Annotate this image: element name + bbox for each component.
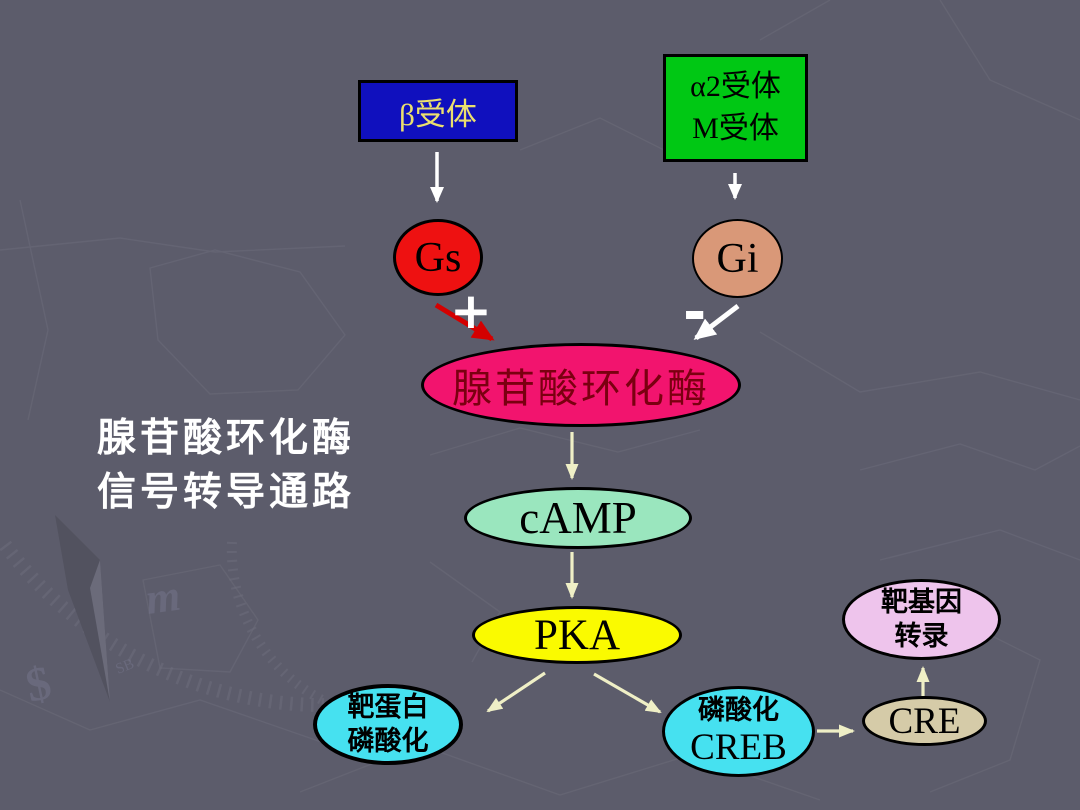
slide-title: 腺苷酸环化酶 信号转导通路 [97,412,355,520]
slide-title-line2: 信号转导通路 [97,470,356,515]
inhibition-minus-sign: - [683,280,707,345]
pka-label: PKA [533,611,621,659]
adenylate-cyclase-label: 腺苷酸环化酶 [452,366,710,411]
node-target-gene-transcription: 靶基因 转录 [842,579,1001,660]
node-phosphorylated-creb: 磷酸化 CREB [662,686,815,777]
phospho-creb-line1: 磷酸化 [698,694,779,726]
node-alpha2-m-receptor: α2受体 M受体 [663,54,808,162]
target-protein-line2: 磷酸化 [347,725,429,757]
target-protein-line1: 靶蛋白 [347,691,429,723]
m-receptor-label: M受体 [692,112,779,145]
beta-receptor-label: β受体 [399,96,477,132]
node-camp: cAMP [464,487,692,549]
alpha2-receptor-label: α2受体 [690,70,781,103]
arrow-pka-to-creb [593,672,662,714]
target-gene-line1: 靶基因 [881,586,962,618]
sb-watermark-glyph: SB [114,656,137,678]
gs-label: Gs [414,234,462,281]
camp-label: cAMP [519,493,637,543]
stimulation-plus-sign: + [450,282,492,340]
creb-label: CREB [690,726,787,768]
slide-title-line1: 腺苷酸环化酶 [97,416,356,461]
node-beta-receptor: β受体 [358,80,518,142]
compass-needle-icon [55,515,110,702]
node-gi-protein: Gi [692,219,783,298]
arrow-pka-to-target-protein [486,671,546,713]
node-adenylate-cyclase: 腺苷酸环化酶 [421,343,741,427]
cre-label: CRE [888,700,961,742]
arrow-gi-inhibits-ac [693,304,740,340]
m-watermark-glyph: m [143,571,184,624]
node-target-protein-phosphorylation: 靶蛋白 磷酸化 [313,684,463,765]
node-gs-protein: Gs [393,219,483,296]
gi-label: Gi [716,235,759,282]
arrow-gs-stimulates-ac [434,302,495,342]
node-cre: CRE [862,696,987,746]
node-pka: PKA [472,606,682,664]
target-gene-line2: 转录 [894,620,949,652]
